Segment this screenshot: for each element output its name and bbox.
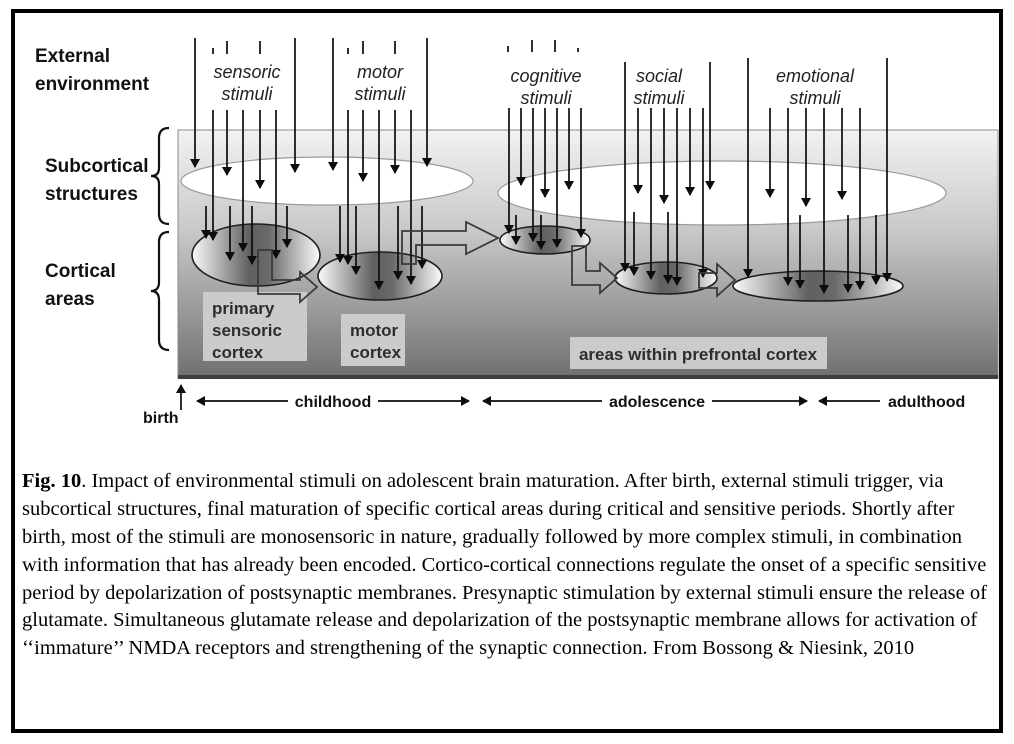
svg-text:Cortical: Cortical (45, 261, 116, 282)
subcortical-ellipse-left (180, 156, 474, 206)
arrows-motor (328, 38, 432, 290)
stimulus-label-motor: motor stimuli (354, 62, 406, 104)
brain-maturation-diagram: External environment sensoric stimuli mo… (35, 38, 999, 427)
stimulus-label-sensoric: sensoric stimuli (213, 62, 280, 104)
birth-label: birth (143, 410, 179, 427)
external-environment-label: External environment (35, 46, 150, 95)
svg-text:primary: primary (212, 299, 275, 318)
svg-text:social: social (636, 66, 683, 86)
stimulus-label-social: social stimuli (633, 66, 685, 108)
subcortical-brace (150, 126, 170, 226)
stimulus-label-cognitive: cognitive stimuli (510, 66, 581, 108)
svg-text:External: External (35, 46, 110, 67)
svg-text:stimuli: stimuli (221, 84, 273, 104)
arrows-cognitive (504, 40, 586, 250)
cortex-ellipse-cognitive (499, 225, 591, 255)
svg-text:sensoric: sensoric (212, 321, 282, 340)
svg-text:areas: areas (45, 289, 95, 310)
svg-text:environment: environment (35, 74, 150, 95)
cortex-ellipse-social (614, 261, 718, 295)
svg-text:stimuli: stimuli (520, 88, 572, 108)
cortex-ellipse-emotional (732, 270, 904, 302)
svg-text:structures: structures (45, 184, 138, 205)
svg-text:cortex: cortex (350, 343, 402, 362)
arrows-social (620, 62, 715, 286)
box-motor-cortex (341, 314, 405, 366)
svg-text:motor: motor (357, 62, 404, 82)
childhood-label: childhood (295, 394, 371, 411)
svg-text:motor: motor (350, 321, 399, 340)
connector-motor-to-cognitive (401, 220, 501, 265)
figure-caption: Fig. 10. Impact of environmental stimuli… (22, 468, 996, 663)
svg-text:stimuli: stimuli (633, 88, 685, 108)
label-prefrontal-areas: areas within prefrontal cortex (579, 345, 818, 364)
subcortical-ellipse-right (497, 160, 947, 226)
cortex-ellipse-motor (317, 251, 443, 301)
box-primary-sensoric-cortex (203, 292, 307, 361)
adolescence-label: adolescence (609, 394, 705, 411)
svg-text:Subcortical: Subcortical (45, 156, 148, 177)
timeline: birth childhood adolescence adulthood (143, 384, 965, 427)
svg-text:cortex: cortex (212, 343, 264, 362)
svg-text:sensoric: sensoric (213, 62, 280, 82)
caption-text: . Impact of environmental stimuli on ado… (22, 470, 987, 660)
box-prefrontal-areas (570, 337, 827, 369)
subcortical-structures-label: Subcortical structures (45, 156, 148, 205)
svg-text:cognitive: cognitive (510, 66, 581, 86)
svg-text:stimuli: stimuli (789, 88, 841, 108)
svg-text:emotional: emotional (776, 66, 855, 86)
connector-cognitive-to-social (571, 245, 619, 295)
label-primary-sensoric-cortex: primary sensoric cortex (212, 299, 282, 362)
figure-number: Fig. 10 (22, 470, 82, 492)
label-motor-cortex: motor cortex (350, 321, 402, 362)
cortical-areas-label: Cortical areas (45, 261, 116, 310)
arrows-sensoric (190, 38, 300, 265)
connector-social-to-emotional (698, 261, 737, 299)
stimulus-label-emotional: emotional stimuli (776, 66, 855, 108)
arrows-emotional (743, 58, 892, 294)
cortical-brace (150, 230, 170, 352)
adulthood-label: adulthood (888, 394, 965, 411)
connector-primary-to-motor (257, 249, 319, 304)
svg-text:stimuli: stimuli (354, 84, 406, 104)
